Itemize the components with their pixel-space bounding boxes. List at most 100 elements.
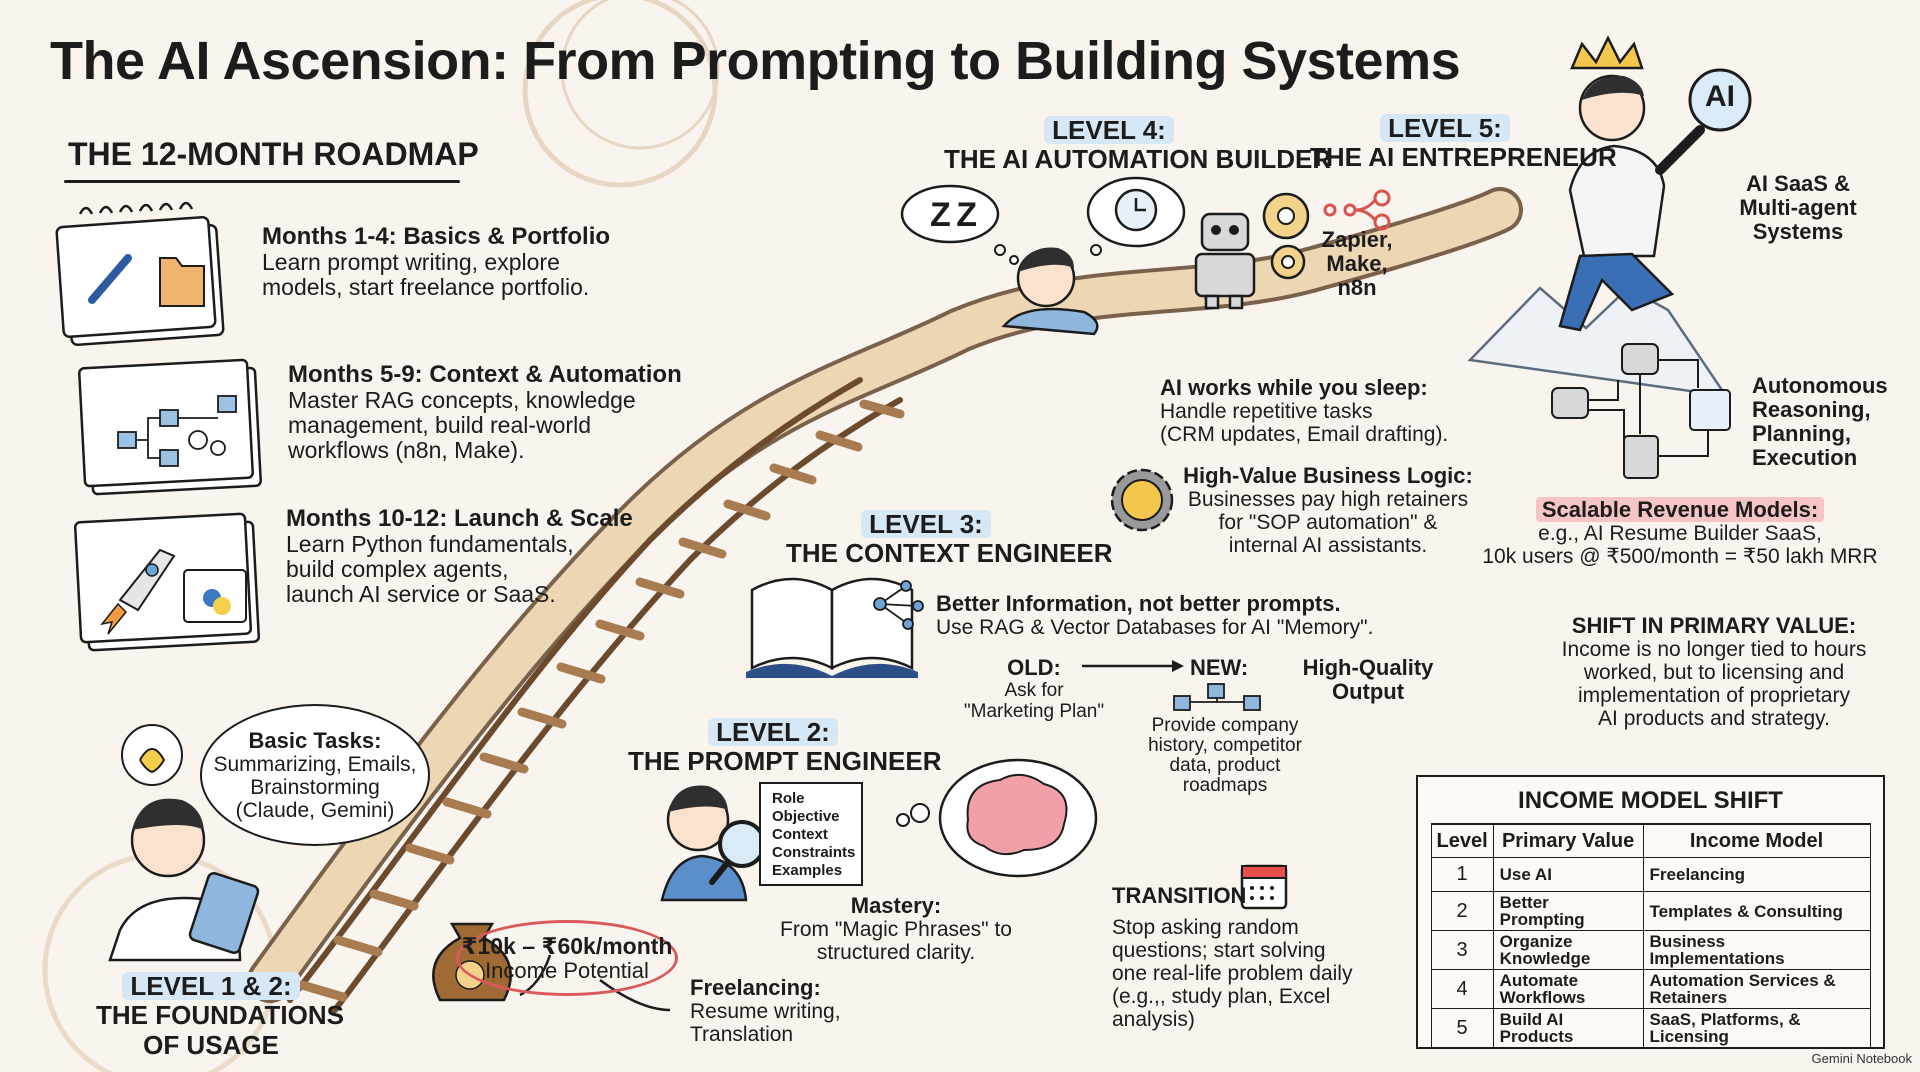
shift-line: Income is no longer tied to hours	[1561, 638, 1867, 661]
robot-gears-illustration	[1194, 192, 1310, 310]
tools-line: Zapier,	[1321, 227, 1393, 252]
table-cell: 3	[1430, 930, 1494, 970]
tools-line: n8n	[1337, 275, 1377, 300]
phase-desc-line: Learn prompt writing, explore	[262, 249, 560, 275]
ai-badge: AI	[1705, 80, 1735, 113]
workflow-nodes-icon	[1323, 189, 1391, 231]
freelancing-block: Freelancing: Resume writing, Translation	[690, 975, 841, 1047]
checklist-item: Examples	[772, 862, 843, 879]
mastery-title: Mastery:	[850, 893, 942, 918]
auto-line: Execution	[1752, 445, 1858, 470]
income-range: ₹10k – ₹60k/month	[461, 933, 673, 959]
mountain	[1467, 286, 1729, 398]
level-label: LEVEL 2:	[708, 718, 838, 746]
mastery-block: Mastery: From "Magic Phrases" to structu…	[766, 893, 1026, 965]
logic-line: internal AI assistants.	[1228, 534, 1428, 557]
level2-block: LEVEL 2: THE PROMPT ENGINEER	[628, 718, 942, 776]
level-name: THE AI ENTREPRENEUR	[1310, 142, 1617, 172]
transition-line: (e.g.,, study plan, Excel	[1112, 985, 1331, 1008]
new-label-block: NEW:	[1190, 656, 1248, 680]
sleep-title: AI works while you sleep:	[1160, 375, 1428, 400]
table-header: Income Model	[1642, 823, 1871, 858]
footer-brand: Gemini Notebook	[1811, 1051, 1912, 1066]
new-lines-block: Provide company history, competitor data…	[1140, 716, 1310, 796]
level-name: THE AI AUTOMATION BUILDER	[944, 144, 1332, 174]
bubble-line: Summarizing, Emails,	[213, 752, 417, 776]
income-potential-oval: ₹10k – ₹60k/month Income Potential	[456, 920, 678, 996]
rocket-python-icon	[73, 512, 261, 652]
level2-person-illustration	[660, 782, 863, 902]
table-cell: Freelancing	[1642, 857, 1871, 892]
old-line: Ask for	[1004, 680, 1064, 701]
table-cell: 5	[1430, 1008, 1494, 1048]
income-model-table: INCOME MODEL SHIFT Level Primary Value I…	[1416, 775, 1885, 1049]
calendar-icon	[1240, 864, 1288, 910]
basic-tasks-bubble: Basic Tasks: Summarizing, Emails, Brains…	[200, 704, 430, 846]
phase-desc-line: build complex agents,	[286, 556, 509, 582]
prompt-checklist: Role Objective Context Constraints Examp…	[772, 790, 855, 880]
level5-block: LEVEL 5: THE AI ENTREPRENEUR	[1310, 114, 1617, 172]
logic-title: High-Value Business Logic:	[1183, 463, 1473, 488]
workflow-diagram-icon	[78, 358, 262, 496]
level-label: LEVEL 3:	[861, 510, 991, 538]
table-title: INCOME MODEL SHIFT	[1518, 787, 1783, 814]
phase-title: Months 10-12: Launch & Scale	[286, 505, 633, 532]
context-subline: Use RAG & Vector Databases for AI "Memor…	[936, 616, 1374, 639]
output-line: High-Quality	[1302, 655, 1434, 680]
context-headline-block: Better Information, not better prompts. …	[936, 591, 1374, 640]
freelancing-title: Freelancing:	[690, 975, 821, 1000]
phase-desc-line: Learn Python fundamentals,	[286, 531, 574, 557]
notebook-icon	[55, 201, 225, 347]
book-network-icon	[746, 577, 924, 678]
context-headline: Better Information, not better prompts.	[936, 591, 1341, 616]
new-line: Provide company	[1151, 715, 1299, 736]
roadmap-phase-3: Months 10-12: Launch & Scale Learn Pytho…	[286, 506, 633, 607]
table-cell: 1	[1430, 857, 1494, 892]
level1-person-illustration	[108, 724, 260, 962]
checklist-item: Objective	[772, 808, 840, 825]
business-logic-block: High-Value Business Logic: Businesses pa…	[1178, 463, 1478, 558]
roadmap-phase-2: Months 5-9: Context & Automation Master …	[288, 362, 682, 463]
new-line: data, product	[1169, 755, 1281, 776]
level4-block: LEVEL 4: THE AI AUTOMATION BUILDER	[944, 116, 1332, 174]
level3-block: LEVEL 3: THE CONTEXT ENGINEER	[786, 510, 1112, 568]
logic-line: Businesses pay high retainers	[1187, 488, 1469, 511]
roadmap-heading: THE 12-MONTH ROADMAP	[68, 136, 479, 172]
transition-block: TRANSITION Stop asking random questions;…	[1112, 884, 1352, 1032]
table-row: 2 Better Prompting Templates & Consultin…	[1430, 891, 1871, 931]
bubble-title: Basic Tasks:	[248, 727, 382, 753]
table-header: Primary Value	[1492, 823, 1644, 858]
level-label: LEVEL 4:	[1044, 116, 1174, 144]
revenue-line: e.g., AI Resume Builder SaaS,	[1538, 522, 1822, 545]
level-name-line: OF USAGE	[143, 1030, 279, 1060]
table-cell: Organize Knowledge	[1492, 930, 1644, 970]
income-table-grid: Level Primary Value Income Model 1 Use A…	[1430, 823, 1871, 1048]
table-row: 1 Use AI Freelancing	[1430, 857, 1871, 892]
auto-line: Reasoning,	[1752, 397, 1871, 422]
logic-line: for "SOP automation" &	[1218, 511, 1438, 534]
node-hierarchy-icon	[1173, 683, 1261, 711]
table-cell: SaaS, Platforms, & Licensing	[1642, 1008, 1871, 1048]
level-label: LEVEL 5:	[1380, 114, 1510, 142]
table-row: 5 Build AI Products SaaS, Platforms, & L…	[1430, 1008, 1871, 1048]
phase-title: Months 5-9: Context & Automation	[288, 361, 682, 388]
new-line: history, competitor	[1148, 735, 1302, 756]
mastery-line: structured clarity.	[816, 941, 976, 964]
checklist-item: Constraints	[772, 844, 856, 861]
freelancing-line: Translation	[690, 1023, 794, 1046]
checklist-item: Context	[772, 826, 828, 843]
tools-block: Zapier, Make, n8n	[1312, 228, 1402, 300]
revenue-title: Scalable Revenue Models:	[1535, 497, 1825, 522]
new-line: roadmaps	[1182, 775, 1268, 796]
table-cell: Templates & Consulting	[1642, 891, 1871, 931]
auto-line: Planning,	[1752, 421, 1851, 446]
new-label: NEW:	[1190, 655, 1249, 680]
coffee-stain-top	[522, 0, 720, 188]
old-line: "Marketing Plan"	[963, 701, 1105, 722]
table-cell: Build AI Products	[1492, 1008, 1644, 1048]
level-name: THE PROMPT ENGINEER	[628, 746, 942, 776]
roadmap-underline	[64, 180, 460, 183]
phase-desc-line: models, start freelance portfolio.	[262, 274, 590, 300]
level1-block: LEVEL 1 & 2: THE FOUNDATIONS OF USAGE	[96, 972, 344, 1060]
old-label: OLD:	[1007, 655, 1061, 680]
